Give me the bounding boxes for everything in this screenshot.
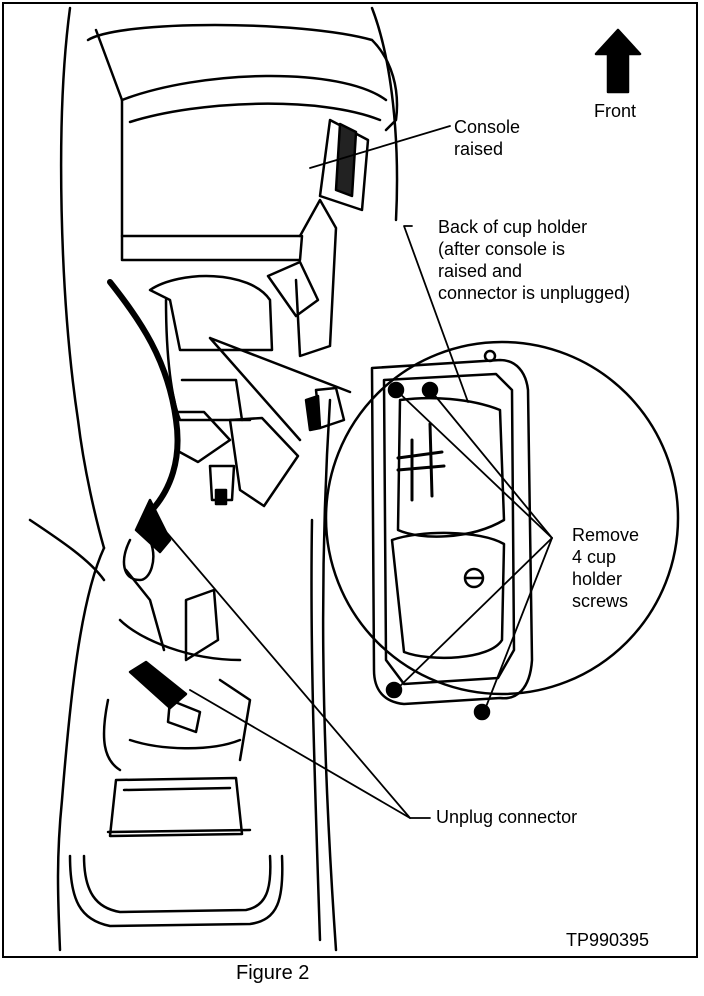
back-of-cup-holder-line-1: Back of cup holder [438,217,588,237]
rear-console-bin [68,776,284,928]
console-illustration [28,6,680,952]
console-raised-line-1: Console [454,117,521,137]
console-raised-line-2: raised [454,139,504,159]
cup-holder-area [148,274,346,508]
remove-screws-line-4: screws [572,591,629,611]
remove-screws-line-1: Remove [572,525,640,545]
console-lid [86,23,399,358]
console-raised-label: Console raised [454,116,520,160]
lower-connector [102,588,252,772]
remove-screws-line-3: holder [572,569,623,589]
figure-caption: Figure 2 [236,962,310,984]
back-of-cup-holder-line-2: (after console is [438,239,566,259]
console-body-outline [28,6,399,952]
figure-code: TP990395 [566,930,650,950]
unplug-connector-label: Unplug connector [436,807,578,827]
leader-lines [155,125,553,819]
back-of-cup-holder-line-3: raised and [438,261,523,281]
back-of-cup-holder-line-4: connector is unplugged) [438,283,631,303]
remove-screws-label: Remove 4 cup holder screws [572,524,639,612]
wiring-harness [107,279,181,652]
figure-frame [2,2,698,958]
front-arrow-icon [594,28,642,94]
remove-screws-line-2: 4 cup [572,547,617,567]
front-label: Front [594,101,637,121]
back-of-cup-holder-label: Back of cup holder (after console is rai… [438,216,630,304]
